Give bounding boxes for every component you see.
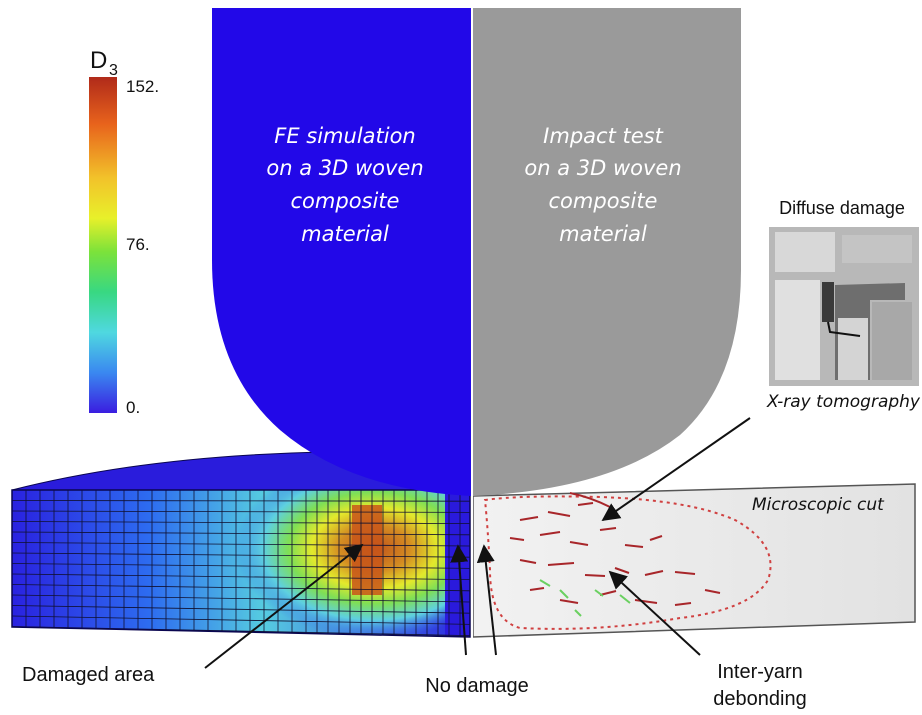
colorbar-bar xyxy=(89,77,117,413)
colorbar-tick-max: 152. xyxy=(126,77,159,96)
mesh-line-horizontal xyxy=(12,636,470,637)
arrow-no-damage-1 xyxy=(450,544,469,656)
test-impactor-text-4: material xyxy=(559,222,647,246)
test-impactor-shape xyxy=(473,8,741,496)
mesh-line-horizontal xyxy=(12,521,470,524)
mesh-line-horizontal xyxy=(12,542,470,547)
microscopic-cut-label: Microscopic cut xyxy=(752,495,885,515)
mesh-line-horizontal xyxy=(12,563,470,569)
colorbar-tick-min: 0. xyxy=(126,398,140,417)
colorbar-title: D xyxy=(90,47,107,74)
fe-impactor-text-3: composite xyxy=(291,189,400,213)
arrow-damaged-area xyxy=(204,543,364,669)
mesh-line-horizontal xyxy=(12,573,470,580)
mesh-line-horizontal xyxy=(12,584,470,592)
green-crack-marks xyxy=(539,579,631,617)
fe-plate xyxy=(11,451,472,638)
annotations xyxy=(204,417,751,669)
colorbar-tick-mid: 76. xyxy=(126,235,150,254)
mesh-line-horizontal xyxy=(12,500,470,502)
colorbar: D 3 152. 76. 0. xyxy=(89,47,159,417)
inter-yarn-label-1: Inter-yarn xyxy=(717,661,803,683)
xray-inset: Diffuse damage X-ray tomography xyxy=(766,198,921,412)
damage-envelope xyxy=(483,495,772,630)
fe-impactor-text-4: material xyxy=(301,222,389,246)
test-impactor-text-1: Impact test xyxy=(543,124,663,148)
arrow-xray xyxy=(601,417,751,522)
mesh-line-horizontal xyxy=(12,552,470,558)
damaged-area-label: Damaged area xyxy=(22,664,155,686)
mesh-line-horizontal xyxy=(12,615,470,625)
mesh-line-horizontal xyxy=(12,605,470,614)
no-damage-label: No damage xyxy=(425,675,528,697)
inter-yarn-label-2: debonding xyxy=(713,688,806,710)
test-impactor-text-3: composite xyxy=(549,189,658,213)
mesh-line-horizontal xyxy=(12,510,470,513)
fe-impactor: FE simulation on a 3D woven composite ma… xyxy=(212,8,471,496)
mesh-line-horizontal xyxy=(12,594,470,603)
test-impactor: Impact test on a 3D woven composite mate… xyxy=(473,8,741,496)
inset-caption: X-ray tomography xyxy=(766,392,921,412)
test-impactor-text-2: on a 3D woven xyxy=(524,156,681,180)
fe-impactor-text-2: on a 3D woven xyxy=(266,156,423,180)
fe-plate-outline xyxy=(11,489,471,638)
inset-title: Diffuse damage xyxy=(779,198,905,218)
arrow-inter-yarn xyxy=(608,570,701,656)
fe-impactor-text-1: FE simulation xyxy=(274,124,416,148)
mesh-line-horizontal xyxy=(12,531,470,536)
fe-impactor-shape xyxy=(212,8,471,496)
arrow-no-damage-2 xyxy=(476,544,497,656)
colorbar-title-subscript: 3 xyxy=(109,62,118,79)
test-plate: Microscopic cut xyxy=(472,483,916,638)
crack-marks xyxy=(509,492,721,606)
